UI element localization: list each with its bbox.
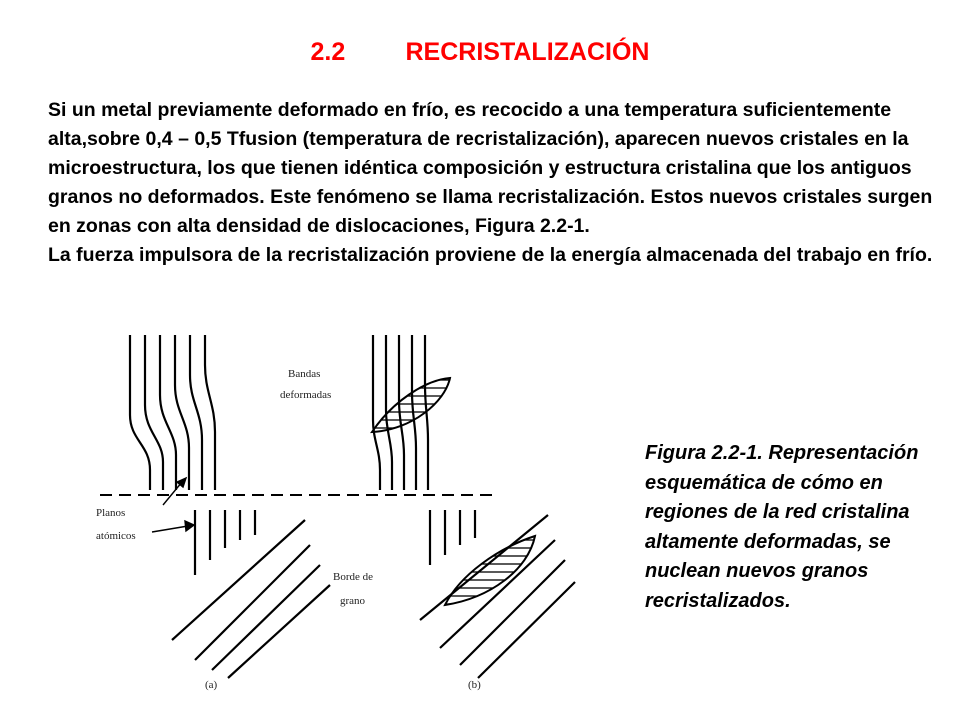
label-planos: Planos: [96, 507, 125, 519]
section-heading: 2.2 RECRISTALIZACIÓN: [0, 38, 960, 67]
panel-a-deformed-planes: [128, 335, 217, 490]
section-number: 2.2: [310, 38, 346, 66]
figure-caption: Figura 2.2-1. Representación esquemática…: [645, 439, 945, 616]
label-panel-a: (a): [205, 679, 218, 691]
label-grano: grano: [340, 595, 366, 607]
panel-b-lower-planes: [419, 510, 576, 679]
caption-text: Figura 2.2-1. Representación esquemática…: [645, 442, 919, 612]
pointer-arrows: [151, 476, 196, 533]
deformation-band: [370, 376, 452, 434]
label-borde-de: Borde de: [333, 571, 373, 583]
label-atomicos: atómicos: [96, 530, 136, 542]
body-text: Si un metal previamente deformado en frí…: [48, 96, 938, 270]
paragraph-recrystallization-definition: Si un metal previamente deformado en frí…: [48, 99, 933, 237]
section-title: RECRISTALIZACIÓN: [405, 38, 650, 66]
recrystallized-nucleus: [443, 534, 537, 607]
label-panel-b: (b): [468, 679, 481, 691]
label-bandas: Bandas: [288, 368, 320, 380]
paragraph-driving-force: La fuerza impulsora de la recristalizaci…: [48, 244, 933, 266]
panel-a-lower-planes: [171, 510, 331, 679]
label-deformadas: deformadas: [280, 389, 331, 401]
